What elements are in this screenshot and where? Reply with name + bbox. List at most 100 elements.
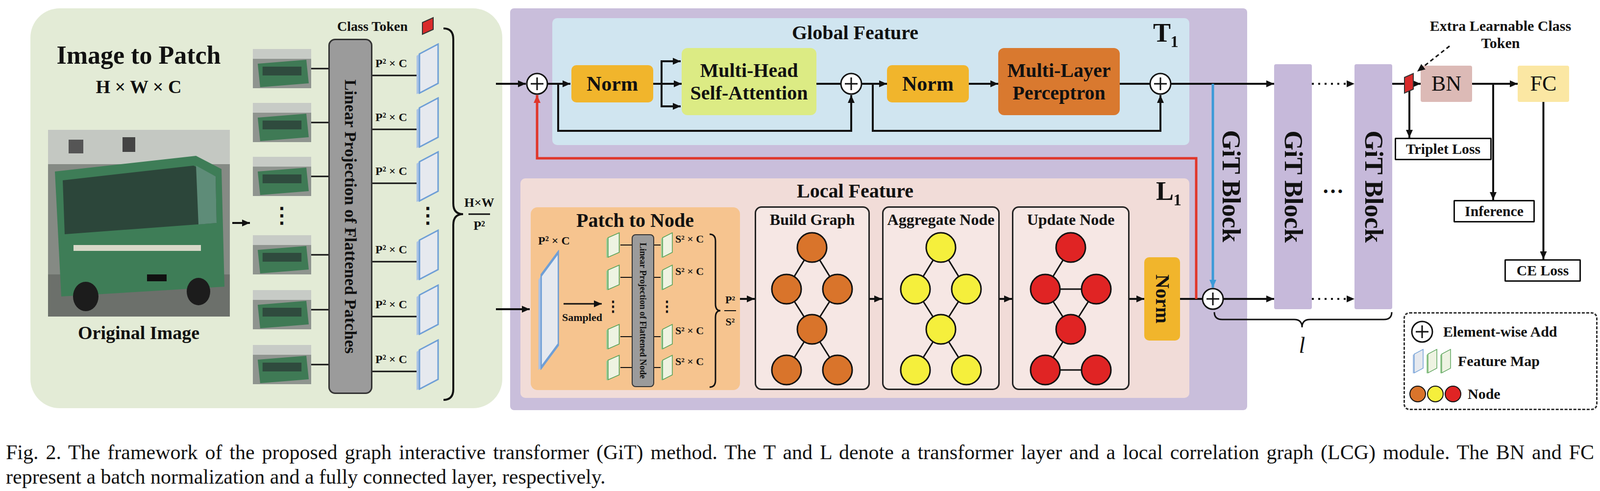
connector-arrow [1311, 82, 1355, 85]
node-label: Multi-Layer Perceptron [1003, 59, 1115, 105]
brace [1214, 312, 1392, 328]
input-wires [495, 61, 1161, 310]
node-label: Patch to Node [576, 209, 694, 232]
connector-arrow [1119, 82, 1275, 85]
class-token [1404, 73, 1414, 94]
flow-arrow [232, 221, 250, 224]
text-label: S² × C [675, 232, 704, 246]
node-label: GiT Block [1216, 130, 1246, 243]
process-box: BN [1420, 65, 1473, 102]
node-label: BN [1431, 71, 1462, 97]
output-box: CE Loss [1504, 259, 1581, 282]
legend-label: Feature Map [1457, 352, 1540, 370]
block-panel: GiT Block Global Feature T₁ Norm Multi-Head … [510, 8, 1248, 411]
connector-arrow [1129, 297, 1145, 300]
leader-line [1417, 46, 1450, 72]
text-label: Sampled [562, 311, 603, 324]
node-label: Norm [586, 72, 639, 96]
text-label: P² × C [375, 56, 408, 71]
patch-to-node-figure [538, 232, 737, 388]
connector-arrow [999, 297, 1012, 300]
connector-arrow [1542, 101, 1545, 260]
fraction-bar [468, 213, 491, 216]
node-label: Triplet Loss [1405, 140, 1481, 158]
connector-arrow [869, 297, 883, 300]
brace [443, 28, 464, 400]
text-label: P² × C [375, 110, 408, 125]
text-label: Extra Learnable Class Token [1427, 17, 1575, 52]
text-label: H × W × C [96, 76, 182, 99]
class-token [422, 17, 434, 35]
block-box: GiT Block [1274, 64, 1312, 310]
process-box: Norm [886, 65, 969, 103]
text-label: Original Image [77, 322, 200, 345]
connector-arrow [1311, 297, 1355, 300]
node-label: Norm [1151, 274, 1174, 324]
text-label: P² × C [538, 234, 570, 248]
legend-label: Node [1467, 385, 1501, 403]
process-box: Norm [1144, 257, 1181, 341]
text-label: P² × C [375, 352, 408, 367]
panel: Global Feature T₁ Norm Multi-Head Self-Atte… [552, 18, 1190, 146]
text-label: ⋮ [659, 297, 675, 316]
graph-nodes [771, 232, 1111, 385]
text-label: P² × C [375, 164, 408, 179]
text-label: l [1299, 332, 1306, 359]
patch-wires [311, 68, 417, 372]
node-label: Update Node [1027, 210, 1115, 229]
text-label: ⋮ [605, 297, 621, 316]
text-label: P² [725, 293, 736, 306]
bus-photo [48, 129, 230, 317]
node-label: CE Loss [1516, 262, 1569, 279]
projection-bar: Linear Projection of Flattened Patches [328, 38, 373, 394]
node-label: GiT Block [1358, 130, 1389, 244]
node-label: Build Graph [769, 210, 855, 229]
projection-bar: Linear Projection of Flattened Node [631, 234, 655, 388]
connector-arrow [1472, 83, 1494, 200]
output-box: Inference [1453, 199, 1535, 223]
interaction-wire [1211, 83, 1215, 288]
text-label: S² × C [675, 265, 704, 278]
connector-arrow [653, 82, 682, 85]
text-label: Class Token [337, 18, 408, 35]
process-box: Multi-Layer Perceptron [998, 48, 1120, 116]
text-label: H×W [464, 195, 494, 211]
node-label: Local Feature [796, 179, 914, 203]
add-symbols [526, 73, 1224, 310]
block-box: GiT Block [1354, 64, 1393, 310]
node-label: L₁ [1156, 175, 1182, 207]
text-label: S² × C [675, 324, 704, 337]
node-label: Linear Projection of Flattened Patches [340, 79, 360, 354]
text-label: ⋮ [270, 203, 293, 229]
text-label: S² × C [675, 355, 704, 368]
connector-arrow [1180, 297, 1275, 300]
interaction-wire [537, 95, 1197, 299]
legend-samples [1409, 321, 1461, 402]
node-label: T₁ [1153, 17, 1179, 49]
connector-arrow [739, 297, 755, 300]
node-label: Global Feature [791, 21, 919, 45]
node-label: Aggregate Node [887, 210, 995, 229]
node-label: FC [1530, 71, 1557, 97]
legend-label: Element-wise Add [1443, 323, 1558, 341]
text-label: P² × C [375, 243, 408, 257]
text-label: P² [473, 218, 486, 234]
image-patches [252, 49, 312, 385]
node-label: Image to Patch [56, 40, 221, 71]
output-box: Triplet Loss [1394, 137, 1492, 161]
text-label: … [1322, 173, 1344, 199]
text-label: ⋮ [417, 203, 439, 229]
node-label: Inference [1464, 202, 1524, 220]
feature-maps [416, 44, 439, 391]
connector-arrow [968, 82, 999, 85]
node-label: Multi-Head Self-Attention [686, 59, 812, 105]
figure-caption: Fig. 2. The framework of the proposed gr… [5, 440, 1595, 490]
node-label: Linear Projection of Flattened Node [638, 242, 649, 379]
process-box: Multi-Head Self-Attention [681, 48, 817, 116]
process-box: Norm [571, 65, 654, 103]
node-label: Norm [902, 72, 954, 96]
text-label: S² [725, 315, 736, 328]
node-label: GiT Block [1278, 130, 1308, 244]
text-label: P² × C [375, 297, 408, 312]
